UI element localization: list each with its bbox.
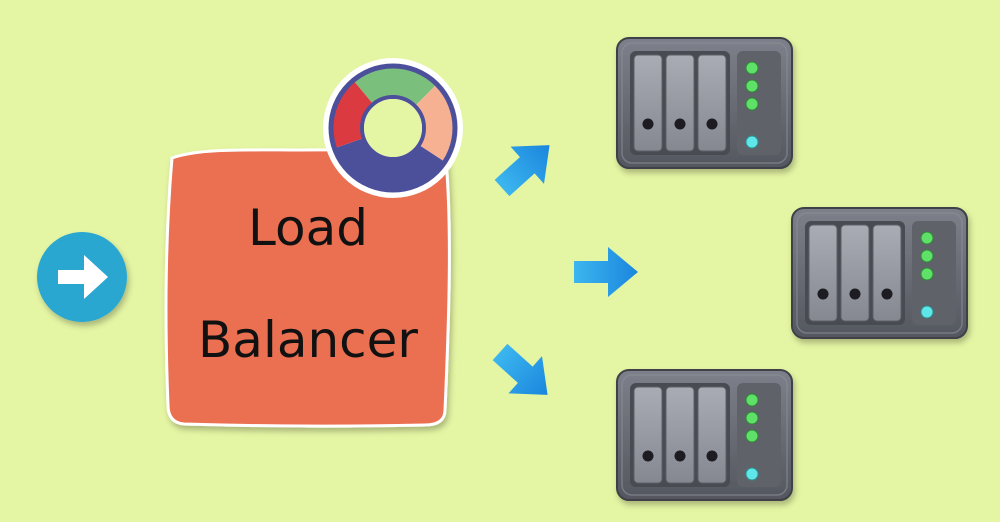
load-balancer-label-line2: Balancer bbox=[198, 311, 418, 369]
server-bottom bbox=[616, 369, 793, 501]
arrow-right-icon bbox=[58, 255, 108, 299]
server-icon bbox=[791, 207, 968, 339]
server-middle bbox=[791, 207, 968, 339]
server-icon bbox=[616, 37, 793, 169]
ring-icon bbox=[323, 58, 463, 198]
server-top bbox=[616, 37, 793, 169]
server-icon bbox=[616, 369, 793, 501]
input-arrow-button[interactable] bbox=[37, 232, 127, 322]
load-balancer: Load Balancer bbox=[164, 148, 451, 428]
load-balancer-label-line1: Load bbox=[248, 199, 368, 257]
